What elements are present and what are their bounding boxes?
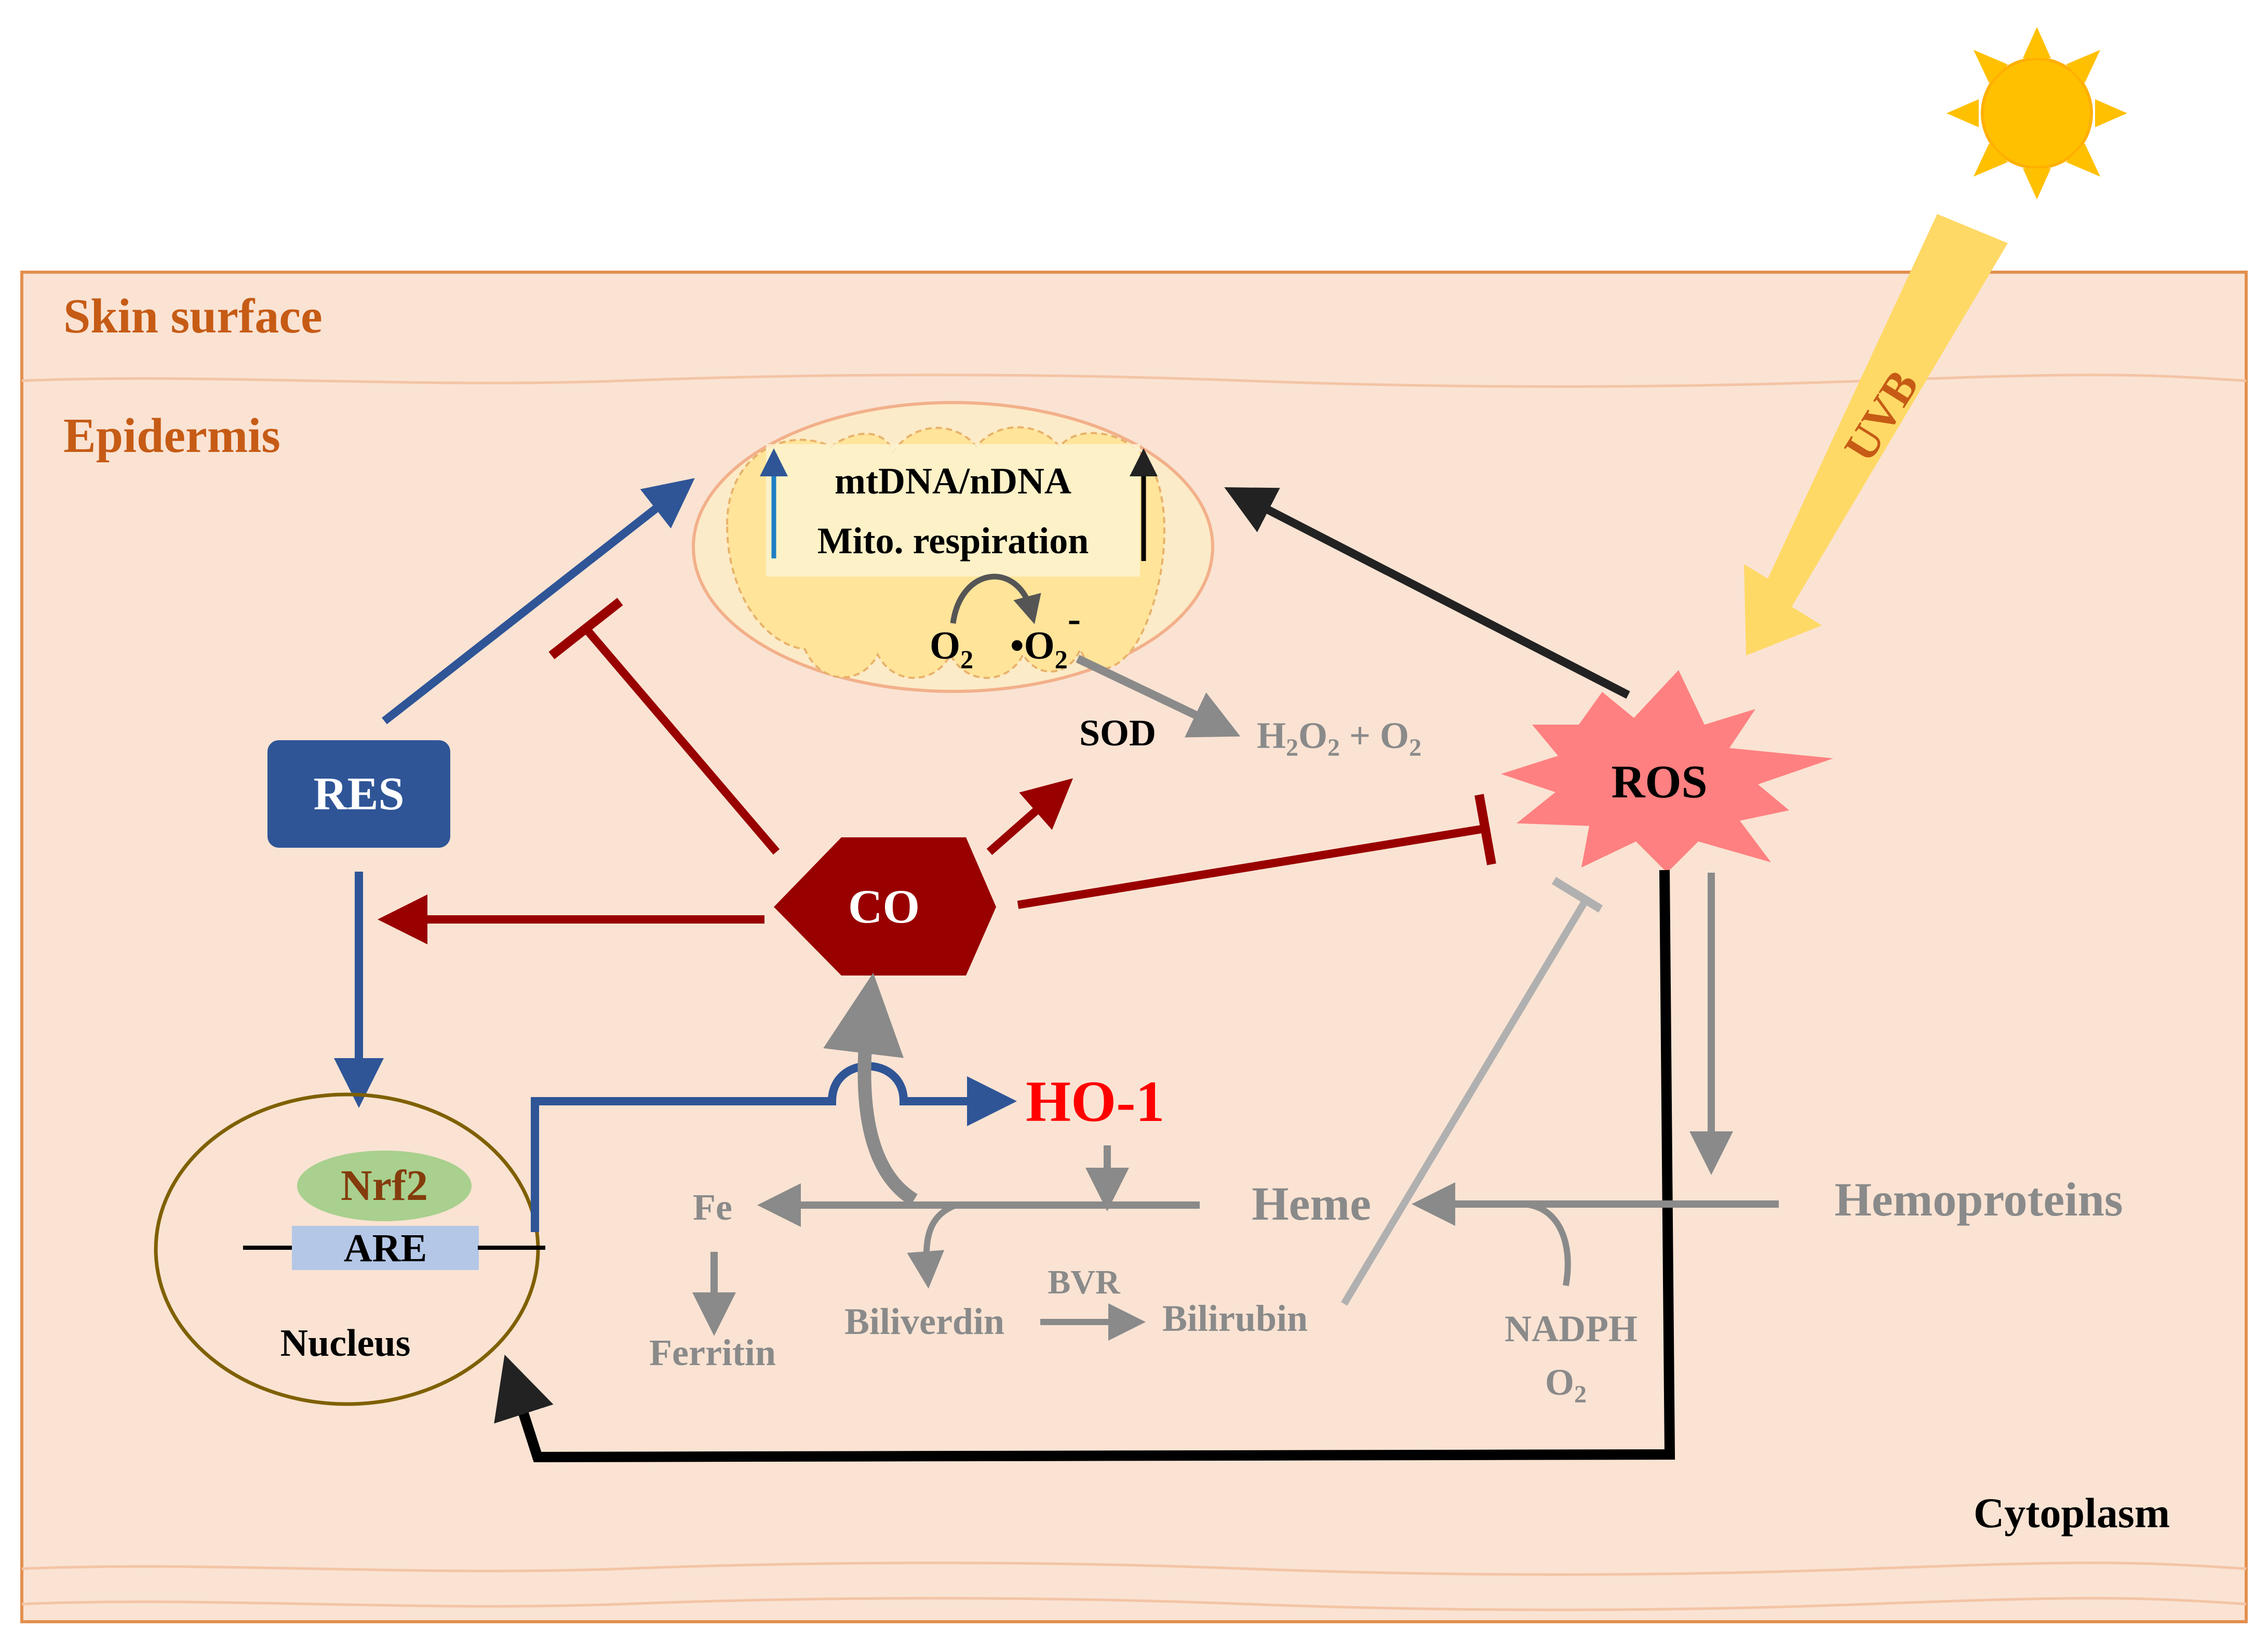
mitochondrion-icon bbox=[692, 401, 1214, 693]
co-inhibits-mito-line bbox=[582, 625, 780, 855]
bilirubin-label: Bilirubin bbox=[1162, 1298, 1308, 1339]
ros-to-mito-arrow bbox=[1224, 487, 1630, 699]
nucleus-label: Nucleus bbox=[280, 1322, 411, 1365]
ros-label: ROS bbox=[1611, 756, 1707, 808]
skin-surface-label: Skin surface bbox=[63, 289, 323, 343]
nrf2-label: Nrf2 bbox=[341, 1161, 428, 1210]
sun-icon bbox=[1947, 27, 2127, 199]
epidermis-label: Epidermis bbox=[63, 409, 280, 463]
hemoproteins-label: Hemoproteins bbox=[1834, 1173, 2123, 1226]
nadph-label: NADPH bbox=[1505, 1308, 1638, 1350]
mtdna-label: mtDNA/nDNA bbox=[835, 460, 1071, 502]
sod-arrow bbox=[1076, 654, 1241, 738]
bilirubin-inhibits-ros-line bbox=[1340, 897, 1590, 1306]
res-to-mito-arrow bbox=[382, 478, 695, 725]
nadph-curve bbox=[1521, 1201, 1571, 1287]
superoxide-curve-arrow bbox=[950, 573, 1041, 624]
uvb-arrow-icon bbox=[1744, 214, 2008, 656]
co-label: CO bbox=[848, 880, 920, 933]
bvr-label: BVR bbox=[1048, 1263, 1121, 1301]
ros-starburst bbox=[1501, 670, 1833, 873]
co-inhibits-mito-bar bbox=[548, 597, 623, 660]
are-label: ARE bbox=[344, 1226, 427, 1270]
heme-label: Heme bbox=[1252, 1177, 1371, 1230]
o2-label: O2 bbox=[930, 624, 973, 674]
res-label: RES bbox=[313, 768, 404, 820]
bottom-wave-line-1 bbox=[21, 1561, 2247, 1576]
fe-label: Fe bbox=[693, 1186, 732, 1228]
bilirubin-inhibits-ros-bar bbox=[1551, 877, 1603, 913]
co-to-sod-arrow bbox=[986, 778, 1073, 856]
ros-to-nucleus-line bbox=[494, 870, 1675, 1463]
res-box bbox=[267, 740, 450, 848]
co-inhibits-ros-bar bbox=[1474, 794, 1496, 865]
are-box bbox=[292, 1226, 479, 1270]
superoxide-label: •O2- bbox=[1010, 597, 1081, 674]
biliverdin-label: Biliverdin bbox=[844, 1301, 1004, 1342]
surface-wave-line bbox=[21, 373, 2247, 388]
ho1-label: HO-1 bbox=[1026, 1070, 1165, 1134]
cytoplasm-label: Cytoplasm bbox=[1974, 1489, 2170, 1537]
nrf2-oval bbox=[297, 1151, 472, 1221]
h2o2-o2-label: H2O2 + O2 bbox=[1257, 715, 1421, 762]
sod-label: SOD bbox=[1079, 712, 1156, 754]
co-hexagon bbox=[774, 837, 996, 976]
bottom-wave-line-2 bbox=[21, 1597, 2247, 1611]
heme-to-biliverdin-arrow bbox=[907, 1202, 957, 1289]
mito-respiration-label: Mito. respiration bbox=[817, 520, 1089, 562]
ferritin-label: Ferritin bbox=[649, 1332, 776, 1373]
co-inhibits-ros-line bbox=[1017, 824, 1486, 909]
heme-to-co-arrow bbox=[823, 972, 918, 1206]
nadph-o2-label: O2 bbox=[1545, 1361, 1587, 1408]
